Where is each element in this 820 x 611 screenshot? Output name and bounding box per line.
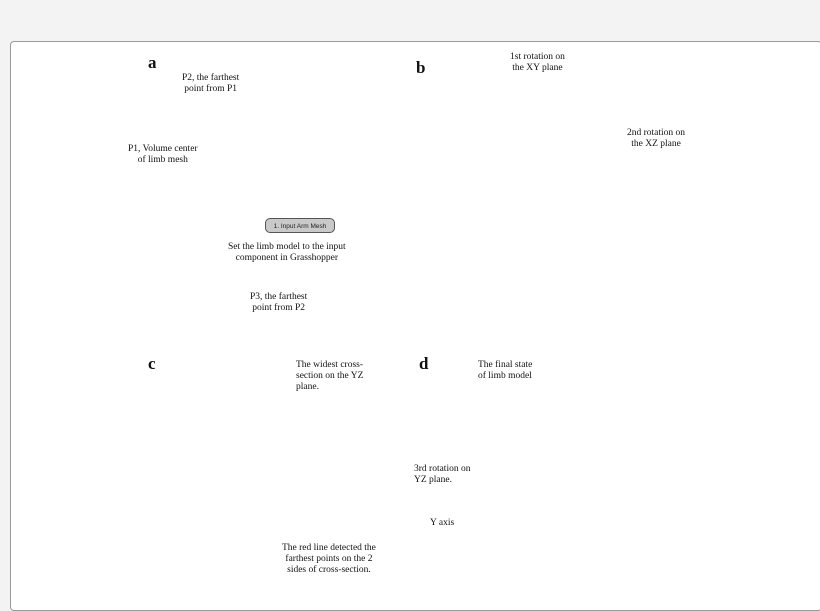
- figure: [140, 45, 650, 590]
- label-set-model-line2: component in Grasshopper: [235, 253, 339, 263]
- label-y-axis: Y axis: [430, 518, 455, 528]
- label-widest: The widest cross- section on the YZ plan…: [296, 360, 363, 393]
- label-final-line2: of limb model: [478, 371, 532, 381]
- panel-label-a: a: [148, 53, 157, 72]
- label-rot2-line1: 2nd rotation on: [627, 128, 686, 138]
- label-redline-line3: sides of cross-section.: [287, 565, 371, 575]
- label-redline-line2: farthest points on the 2: [285, 554, 373, 564]
- label-rot2: 2nd rotation on the XZ plane: [627, 128, 685, 150]
- label-widest-line2: section on the YZ: [296, 371, 364, 381]
- grasshopper-input-node: 1. Input Arm Mesh: [265, 218, 335, 233]
- label-rot1-line1: 1st rotation on: [510, 52, 565, 62]
- label-p3-line2: point from P2: [252, 303, 306, 313]
- label-redline-line1: The red line detected the: [282, 543, 376, 553]
- label-rot3: 3rd rotation on YZ plane.: [414, 464, 470, 486]
- label-rot1-line2: the XY plane: [512, 63, 563, 73]
- label-rot3-line2: YZ plane.: [414, 475, 452, 485]
- label-p2: P2, the farthest point from P1: [182, 73, 239, 95]
- label-final-state: The final state of limb model: [478, 360, 532, 382]
- label-p3: P3, the farthest point from P2: [250, 292, 307, 314]
- label-redline: The red line detected the farthest point…: [282, 543, 376, 576]
- panel-label-d: d: [419, 354, 429, 373]
- label-p1: P1, Volume center of limb mesh: [128, 144, 198, 166]
- label-p2-line1: P2, the farthest: [182, 73, 240, 83]
- label-widest-line3: plane.: [296, 382, 319, 392]
- label-final-line1: The final state: [478, 360, 533, 370]
- label-rot1: 1st rotation on the XY plane: [510, 52, 565, 74]
- label-p2-line2: point from P1: [184, 84, 238, 94]
- label-rot2-line2: the XZ plane: [631, 139, 681, 149]
- panel-label-b: b: [416, 58, 426, 77]
- label-p3-line1: P3, the farthest: [250, 292, 308, 302]
- label-set-model-line1: Set the limb model to the input: [228, 242, 346, 252]
- label-p1-line2: of limb mesh: [137, 155, 188, 165]
- label-widest-line1: The widest cross-: [296, 360, 364, 370]
- label-p1-line1: P1, Volume center: [128, 144, 198, 154]
- label-rot3-line1: 3rd rotation on: [414, 464, 471, 474]
- panel-label-c: c: [148, 354, 156, 373]
- label-set-model: Set the limb model to the input componen…: [228, 242, 346, 264]
